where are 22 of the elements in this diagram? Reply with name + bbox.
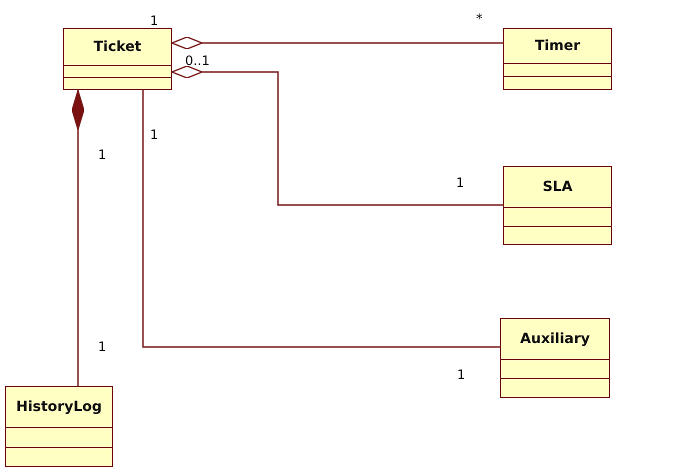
class-name: Ticket bbox=[94, 39, 142, 55]
class-name: SLA bbox=[542, 179, 572, 195]
class-box bbox=[503, 166, 612, 245]
class-box bbox=[503, 28, 612, 90]
multiplicity-label: 1 bbox=[457, 368, 466, 383]
class-name: HistoryLog bbox=[16, 399, 102, 415]
multiplicity-label: 1 bbox=[98, 340, 106, 355]
class-box bbox=[5, 386, 113, 467]
association-line bbox=[142, 90, 500, 348]
multiplicity-label: 1 bbox=[98, 148, 106, 163]
multiplicity-label: * bbox=[476, 12, 482, 27]
class-name: Auxiliary bbox=[520, 331, 590, 347]
class-box bbox=[63, 28, 172, 90]
class-name: Timer bbox=[534, 38, 580, 54]
multiplicity-label: 1 bbox=[150, 14, 158, 29]
composition-line bbox=[72, 90, 84, 386]
multiplicity-label: 1 bbox=[150, 128, 158, 143]
aggregation-line bbox=[171, 36, 503, 50]
class-box bbox=[500, 318, 610, 398]
multiplicity-label: 0..1 bbox=[185, 54, 210, 69]
aggregation-line bbox=[171, 65, 503, 206]
multiplicity-label: 1 bbox=[456, 176, 464, 191]
